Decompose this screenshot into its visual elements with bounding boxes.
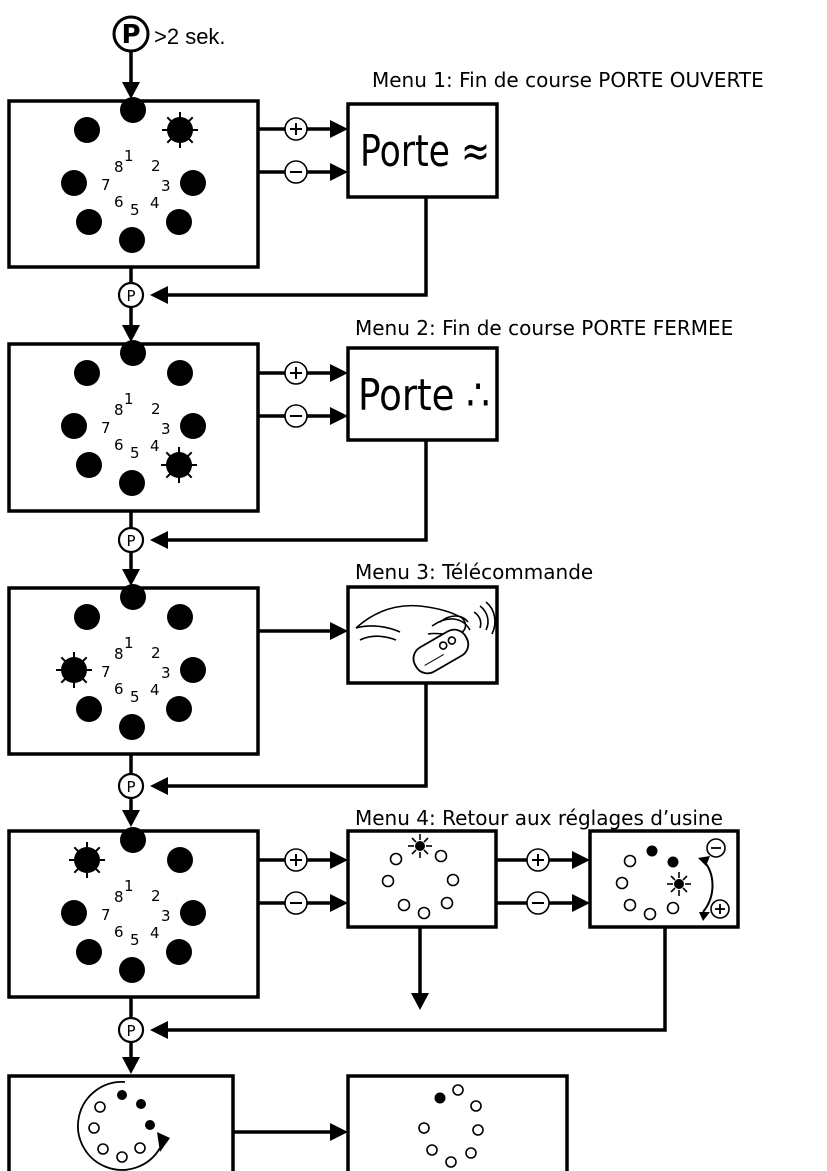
led-number-label: 7	[101, 419, 111, 437]
led-dot	[76, 209, 102, 235]
led-dot	[120, 340, 146, 366]
led-dot	[166, 696, 192, 722]
led-dot	[76, 452, 102, 478]
led-number-label: 6	[114, 923, 124, 941]
led-number-label: 2	[151, 887, 161, 905]
led-dot	[119, 470, 145, 496]
p-step-icon: P	[119, 528, 143, 552]
led-dot	[61, 413, 87, 439]
led-number-label: 2	[151, 157, 161, 175]
led-number-label: 3	[161, 420, 171, 438]
minus-button-icon	[527, 892, 549, 914]
led-dot	[120, 827, 146, 853]
menu-1-display-text: Porte ≈	[360, 126, 490, 177]
led-dot	[180, 657, 206, 683]
plus-button-icon	[285, 849, 307, 871]
plus-button-icon	[711, 900, 729, 918]
led-number-label: 8	[114, 888, 124, 906]
led-dot	[119, 227, 145, 253]
led-dot	[74, 117, 100, 143]
svg-text:P: P	[126, 1022, 135, 1040]
p-step-icon: P	[119, 1018, 143, 1042]
minus-button-icon	[285, 161, 307, 183]
led-number-label: 1	[124, 634, 134, 652]
led-dot	[119, 957, 145, 983]
svg-text:P: P	[126, 532, 135, 550]
led-dot	[120, 584, 146, 610]
svg-text:P: P	[126, 287, 135, 305]
led-dot	[167, 847, 193, 873]
led-number-label: 5	[130, 688, 140, 706]
led-number-label: 3	[161, 907, 171, 925]
p-button-letter: P	[121, 20, 140, 50]
minus-button-icon	[285, 892, 307, 914]
led-number-label: 4	[150, 924, 160, 942]
led-dot	[167, 360, 193, 386]
led-dot	[180, 900, 206, 926]
led-number-label: 7	[101, 663, 111, 681]
led-dot	[61, 170, 87, 196]
plus-button-icon	[285, 362, 307, 384]
led-number-label: 7	[101, 176, 111, 194]
led-number-label: 5	[130, 444, 140, 462]
led-number-label: 4	[150, 194, 160, 212]
menu-3-title: Menu 3: Télécommande	[355, 560, 593, 584]
led-dot	[74, 360, 100, 386]
led-dot	[166, 209, 192, 235]
minus-button-icon	[707, 839, 725, 857]
menu-2-title: Menu 2: Fin de course PORTE FERMEE	[355, 316, 733, 340]
led-number-label: 8	[114, 645, 124, 663]
led-dot	[61, 900, 87, 926]
led-number-label: 1	[124, 877, 134, 895]
svg-text:P: P	[126, 778, 135, 796]
led-number-label: 2	[151, 644, 161, 662]
led-number-label: 3	[161, 177, 171, 195]
led-dot	[119, 714, 145, 740]
plus-button-icon	[527, 849, 549, 871]
led-number-label: 3	[161, 664, 171, 682]
p-step-icon: P	[119, 774, 143, 798]
led-number-label: 8	[114, 158, 124, 176]
led-number-label: 1	[124, 147, 134, 165]
led-dot	[166, 939, 192, 965]
led-dot	[76, 939, 102, 965]
p-step-icon: P	[119, 283, 143, 307]
menu-4-title: Menu 4: Retour aux réglages d’usine	[355, 806, 723, 830]
menu-1-title: Menu 1: Fin de course PORTE OUVERTE	[372, 68, 764, 92]
led-number-label: 5	[130, 201, 140, 219]
led-number-label: 6	[114, 680, 124, 698]
led-dot	[76, 696, 102, 722]
led-number-label: 6	[114, 193, 124, 211]
led-number-label: 4	[150, 437, 160, 455]
led-number-label: 4	[150, 681, 160, 699]
minus-button-icon	[285, 405, 307, 427]
led-number-label: 7	[101, 906, 111, 924]
led-number-label: 2	[151, 400, 161, 418]
led-dot	[180, 413, 206, 439]
led-dot	[120, 97, 146, 123]
hold-duration-label: >2 sek.	[154, 24, 226, 49]
led-dot	[167, 604, 193, 630]
led-dot	[74, 604, 100, 630]
led-number-label: 6	[114, 436, 124, 454]
plus-button-icon	[285, 118, 307, 140]
led-number-label: 1	[124, 390, 134, 408]
led-number-label: 5	[130, 931, 140, 949]
led-dot	[180, 170, 206, 196]
led-number-label: 8	[114, 401, 124, 419]
menu-2-display-text: Porte ∴	[358, 370, 490, 421]
